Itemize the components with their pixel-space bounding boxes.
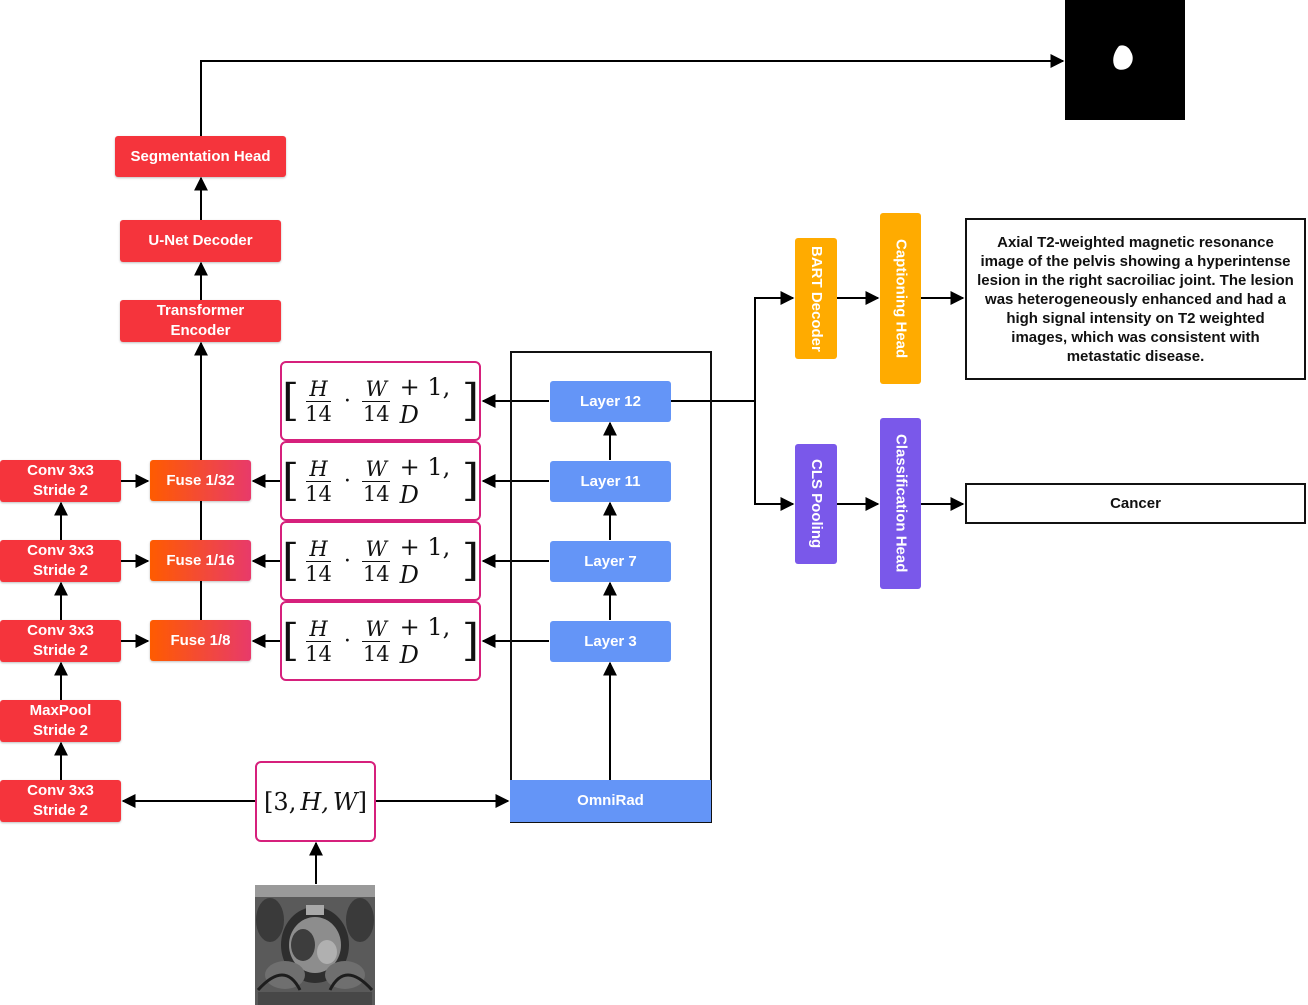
multiply-dot: · (343, 468, 351, 494)
plus-one: + 1, (399, 533, 451, 561)
frac-denominator: 14 (305, 401, 332, 426)
frac-denominator: 14 (362, 401, 390, 426)
plus-one: + 1, (399, 613, 451, 641)
caption-output-text: Axial T2-weighted magnetic resonance ima… (965, 218, 1306, 380)
segmentation-mask-image (1065, 0, 1185, 120)
dim-d: D (399, 641, 419, 669)
conv-3x3-stride-2-block[interactable]: Conv 3x3 Stride 2 (0, 460, 121, 502)
conv-3x3-stride-2-block[interactable]: Conv 3x3 Stride 2 (0, 780, 121, 822)
conv-3x3-stride-2-block[interactable]: Conv 3x3 Stride 2 (0, 620, 121, 662)
dim-d: D (399, 401, 419, 429)
omnirad-backbone-container (510, 351, 712, 823)
multiply-dot: · (343, 628, 351, 654)
layer-7[interactable]: Layer 7 (550, 541, 671, 582)
input-width: W (332, 787, 358, 816)
layer-3[interactable]: Layer 3 (550, 621, 671, 662)
frac-numerator: H (306, 457, 331, 482)
omnirad-block[interactable]: OmniRad (510, 780, 711, 822)
frac-numerator: W (362, 537, 391, 562)
frac-numerator: H (306, 537, 331, 562)
bart-decoder[interactable]: BART Decoder (795, 238, 837, 359)
plus-one: + 1, (399, 373, 451, 401)
input-height: H, (300, 787, 329, 816)
arrow-seghead-to-mask (200, 54, 1065, 136)
frac-denominator: 14 (305, 561, 332, 586)
plus-one: + 1, (399, 453, 451, 481)
multiply-dot: · (343, 388, 351, 414)
cls-pooling[interactable]: CLS Pooling (795, 444, 837, 564)
maxpool-stride-2-block[interactable]: MaxPool Stride 2 (0, 700, 121, 742)
input-channels: 3, (273, 787, 297, 816)
conv-3x3-stride-2-block[interactable]: Conv 3x3 Stride 2 (0, 540, 121, 582)
layer-12[interactable]: Layer 12 (550, 381, 671, 422)
frac-denominator: 14 (305, 641, 332, 666)
dim-d: D (399, 561, 419, 589)
arrow-branch-to-cls (754, 401, 795, 511)
frac-denominator: 14 (362, 641, 390, 666)
frac-numerator: W (362, 457, 391, 482)
fuse-1-16[interactable]: Fuse 1/16 (150, 540, 251, 581)
mri-input-image (255, 885, 375, 1005)
frac-denominator: 14 (362, 481, 390, 506)
classification-head[interactable]: Classification Head (880, 418, 921, 589)
unet-decoder[interactable]: U-Net Decoder (120, 220, 281, 262)
arrow-branch-to-bart (754, 291, 795, 401)
transformer-encoder[interactable]: Transformer Encoder (120, 300, 281, 342)
fuse-1-32[interactable]: Fuse 1/32 (150, 460, 251, 501)
frac-denominator: 14 (362, 561, 390, 586)
classification-output-label: Cancer (965, 483, 1306, 524)
frac-numerator: W (362, 617, 391, 642)
fuse-1-8[interactable]: Fuse 1/8 (150, 620, 251, 661)
frac-numerator: H (306, 617, 331, 642)
input-shape-box: [3,H,W] (255, 761, 376, 842)
frac-numerator: H (306, 377, 331, 402)
frac-denominator: 14 (305, 481, 332, 506)
segmentation-head[interactable]: Segmentation Head (115, 136, 286, 177)
frac-numerator: W (362, 377, 391, 402)
dim-d: D (399, 481, 419, 509)
multiply-dot: · (343, 548, 351, 574)
layer-11[interactable]: Layer 11 (550, 461, 671, 502)
captioning-head[interactable]: Captioning Head (880, 213, 921, 384)
